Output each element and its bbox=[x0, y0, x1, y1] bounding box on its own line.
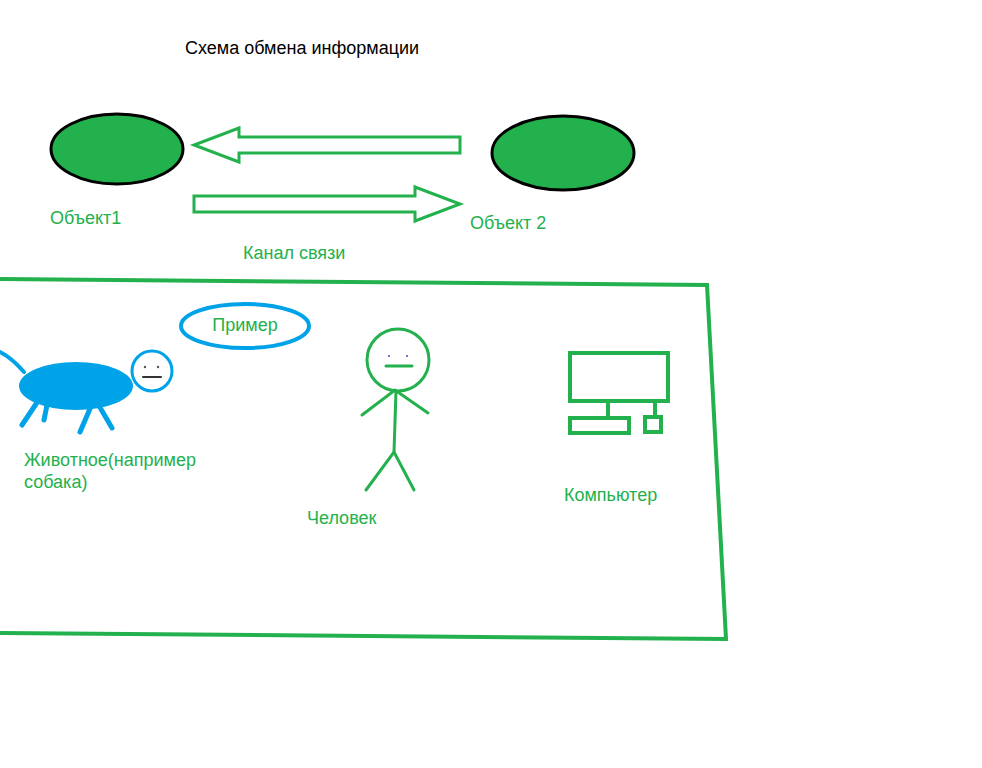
computer-keyboard bbox=[570, 418, 629, 433]
ellipse-shape bbox=[181, 304, 309, 348]
object-node: Объект 2 bbox=[466, 112, 638, 242]
human-mouth bbox=[386, 365, 412, 368]
channel-label: Канал связи bbox=[243, 243, 345, 265]
node-label: Объект 2 bbox=[470, 213, 546, 235]
node-label: Объект1 bbox=[50, 208, 121, 230]
human-eye bbox=[406, 355, 408, 357]
region-outline bbox=[0, 279, 726, 639]
ellipse-shape bbox=[492, 116, 634, 190]
example-ellipse: Пример bbox=[178, 301, 312, 351]
hollow-arrow bbox=[194, 128, 460, 162]
figure-caption: Человек bbox=[307, 508, 376, 530]
computer-cable bbox=[606, 401, 610, 418]
dog-leg bbox=[44, 400, 48, 420]
figure-caption: Животное(например собака) bbox=[24, 450, 244, 493]
computer-cable bbox=[653, 401, 657, 417]
ellipse-label: Пример bbox=[212, 315, 277, 337]
human-figure bbox=[362, 329, 429, 490]
ellipse-shape bbox=[51, 114, 183, 184]
dog-tail bbox=[0, 352, 24, 372]
dog-head bbox=[132, 351, 172, 391]
human-legs bbox=[366, 452, 414, 490]
figure-caption: Компьютер bbox=[564, 485, 657, 507]
object-node: Объект1 bbox=[48, 110, 188, 240]
diagram-title: Схема обмена информации bbox=[185, 38, 419, 60]
dog-eye bbox=[157, 366, 159, 368]
dog-leg bbox=[98, 404, 112, 428]
dog-leg bbox=[80, 404, 92, 432]
dog-figure bbox=[0, 351, 172, 432]
dog-mouth bbox=[143, 376, 161, 378]
dog-body bbox=[19, 362, 133, 410]
hollow-arrow bbox=[194, 187, 460, 221]
computer-figure bbox=[570, 353, 668, 433]
human-eye bbox=[388, 355, 390, 357]
human-body bbox=[394, 391, 396, 452]
computer-monitor bbox=[570, 353, 668, 401]
dog-eye bbox=[144, 366, 146, 368]
human-arms bbox=[362, 390, 428, 415]
dog-leg bbox=[22, 398, 40, 425]
computer-mouse bbox=[645, 417, 661, 432]
human-head bbox=[367, 329, 429, 391]
